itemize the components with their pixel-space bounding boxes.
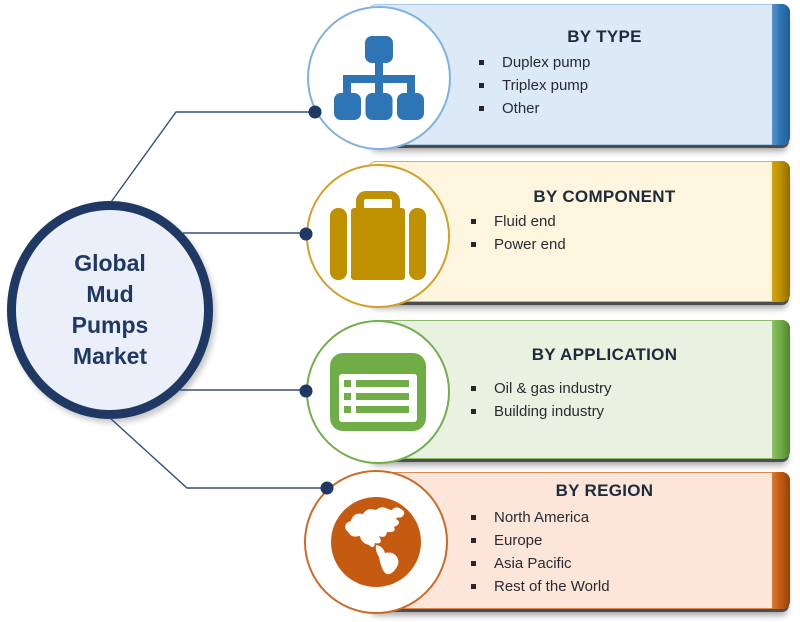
bullet-icon [479, 60, 484, 65]
connector-line-by-type [110, 111, 315, 203]
briefcase-icon [330, 191, 426, 280]
hub-title-line: Market [72, 343, 148, 369]
icon-circle-by-application [306, 320, 450, 464]
icon-circle-by-type [307, 6, 451, 150]
bullet-icon [471, 386, 476, 391]
list-icon [330, 353, 426, 431]
list-item-label: Duplex pump [502, 54, 591, 71]
list-item-label: Rest of the World [494, 578, 610, 595]
list-item-label: Building industry [494, 403, 605, 420]
globe-icon [331, 497, 421, 587]
hub-title-line: Global [74, 250, 146, 276]
list-item: Rest of the World [471, 575, 763, 598]
hub-title-line: Pumps [71, 312, 149, 338]
list-item-label: Other [502, 100, 540, 117]
bullet-icon [471, 242, 476, 247]
list-item: Building industry [471, 400, 763, 423]
bullet-icon [471, 584, 476, 589]
bullet-icon [471, 538, 476, 543]
bullet-icon [479, 83, 484, 88]
list-item: Europe [471, 529, 763, 552]
connector-line-by-region [109, 417, 327, 489]
hub-title: Global Mud Pumps Market [72, 248, 149, 372]
segment-item-list: Duplex pump Triplex pump Other [479, 51, 763, 120]
accent-bar [772, 4, 790, 145]
list-item: North America [471, 506, 763, 529]
segment-item-list: Fluid end Power end [471, 210, 763, 256]
list-item: Asia Pacific [471, 552, 763, 575]
icon-circle-by-component [306, 164, 450, 308]
segment-item-list: Oil & gas industry Building industry [471, 377, 763, 423]
list-item-label: Asia Pacific [494, 555, 572, 572]
hub-title-line: Mud [86, 281, 134, 307]
accent-bar [772, 161, 790, 302]
list-item: Duplex pump [479, 51, 763, 74]
segment-title: BY COMPONENT [533, 187, 676, 206]
list-item-label: Europe [494, 532, 543, 549]
bullet-icon [471, 409, 476, 414]
icon-circle-by-region [304, 470, 448, 614]
bullet-icon [479, 106, 484, 111]
org-chart-icon [334, 36, 424, 120]
accent-bar [772, 320, 790, 459]
list-item-label: Power end [494, 236, 566, 253]
segment-title: BY TYPE [567, 27, 642, 46]
segment-card-by-region: BY REGION North America Europe Asia Paci… [368, 472, 790, 609]
segment-item-list: North America Europe Asia Pacific Rest o… [471, 506, 763, 598]
accent-bar [772, 472, 790, 609]
list-item: Triplex pump [479, 74, 763, 97]
list-item-label: Fluid end [494, 213, 556, 230]
market-hub-circle: Global Mud Pumps Market [7, 201, 213, 419]
list-item: Other [479, 97, 763, 120]
list-item: Oil & gas industry [471, 377, 763, 400]
segment-title: BY REGION [555, 481, 654, 500]
list-item-label: Triplex pump [502, 77, 589, 94]
bullet-icon [471, 515, 476, 520]
list-item: Power end [471, 233, 763, 256]
list-item: Fluid end [471, 210, 763, 233]
list-item-label: North America [494, 509, 590, 526]
segment-title: BY APPLICATION [531, 345, 678, 364]
list-item-label: Oil & gas industry [494, 380, 612, 397]
bullet-icon [471, 561, 476, 566]
bullet-icon [471, 219, 476, 224]
